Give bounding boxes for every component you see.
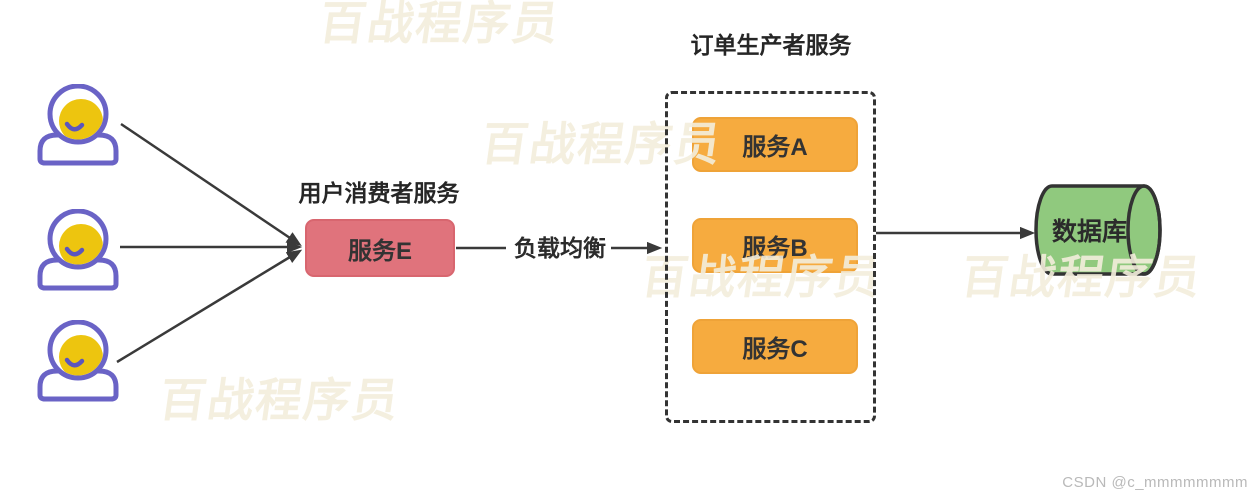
- load-balance-label: 负载均衡: [514, 235, 606, 261]
- service-e-node: 服务E: [305, 219, 455, 277]
- user-body: [37, 257, 119, 291]
- user-smile: [64, 246, 85, 257]
- user-icon: [37, 320, 119, 402]
- user-smile: [64, 357, 85, 368]
- service-b-label: 服务B: [742, 235, 808, 262]
- user-body: [37, 132, 119, 166]
- database-cylinder: [1034, 184, 1162, 276]
- producer-group-container: [665, 91, 876, 423]
- watermark-text: 百战程序员: [156, 374, 404, 426]
- service-c-node: 服务C: [692, 319, 858, 374]
- service-e-label: 服务E: [347, 237, 412, 265]
- user-icon: [37, 84, 119, 166]
- service-a-node: 服务A: [692, 117, 858, 172]
- producer-service-title: 订单生产者服务: [690, 32, 852, 58]
- service-a-label: 服务A: [742, 134, 808, 161]
- database-label: 数据库: [1051, 218, 1127, 246]
- arrow-user3-to-service-e: [116, 249, 303, 364]
- service-b-node: 服务B: [692, 218, 858, 273]
- user-smile: [64, 121, 85, 132]
- service-c-label: 服务C: [742, 336, 808, 363]
- consumer-service-title: 用户消费者服务: [298, 180, 460, 206]
- user-face: [59, 335, 103, 376]
- user-face: [59, 99, 103, 140]
- user-face: [59, 224, 103, 265]
- user-body: [37, 368, 119, 402]
- watermark-text: 百战程序员: [316, 0, 564, 49]
- arrow-user1-to-service-e: [120, 122, 302, 246]
- user-icon: [37, 209, 119, 291]
- csdn-credit: CSDN @c_mmmmmmmm: [1062, 474, 1248, 491]
